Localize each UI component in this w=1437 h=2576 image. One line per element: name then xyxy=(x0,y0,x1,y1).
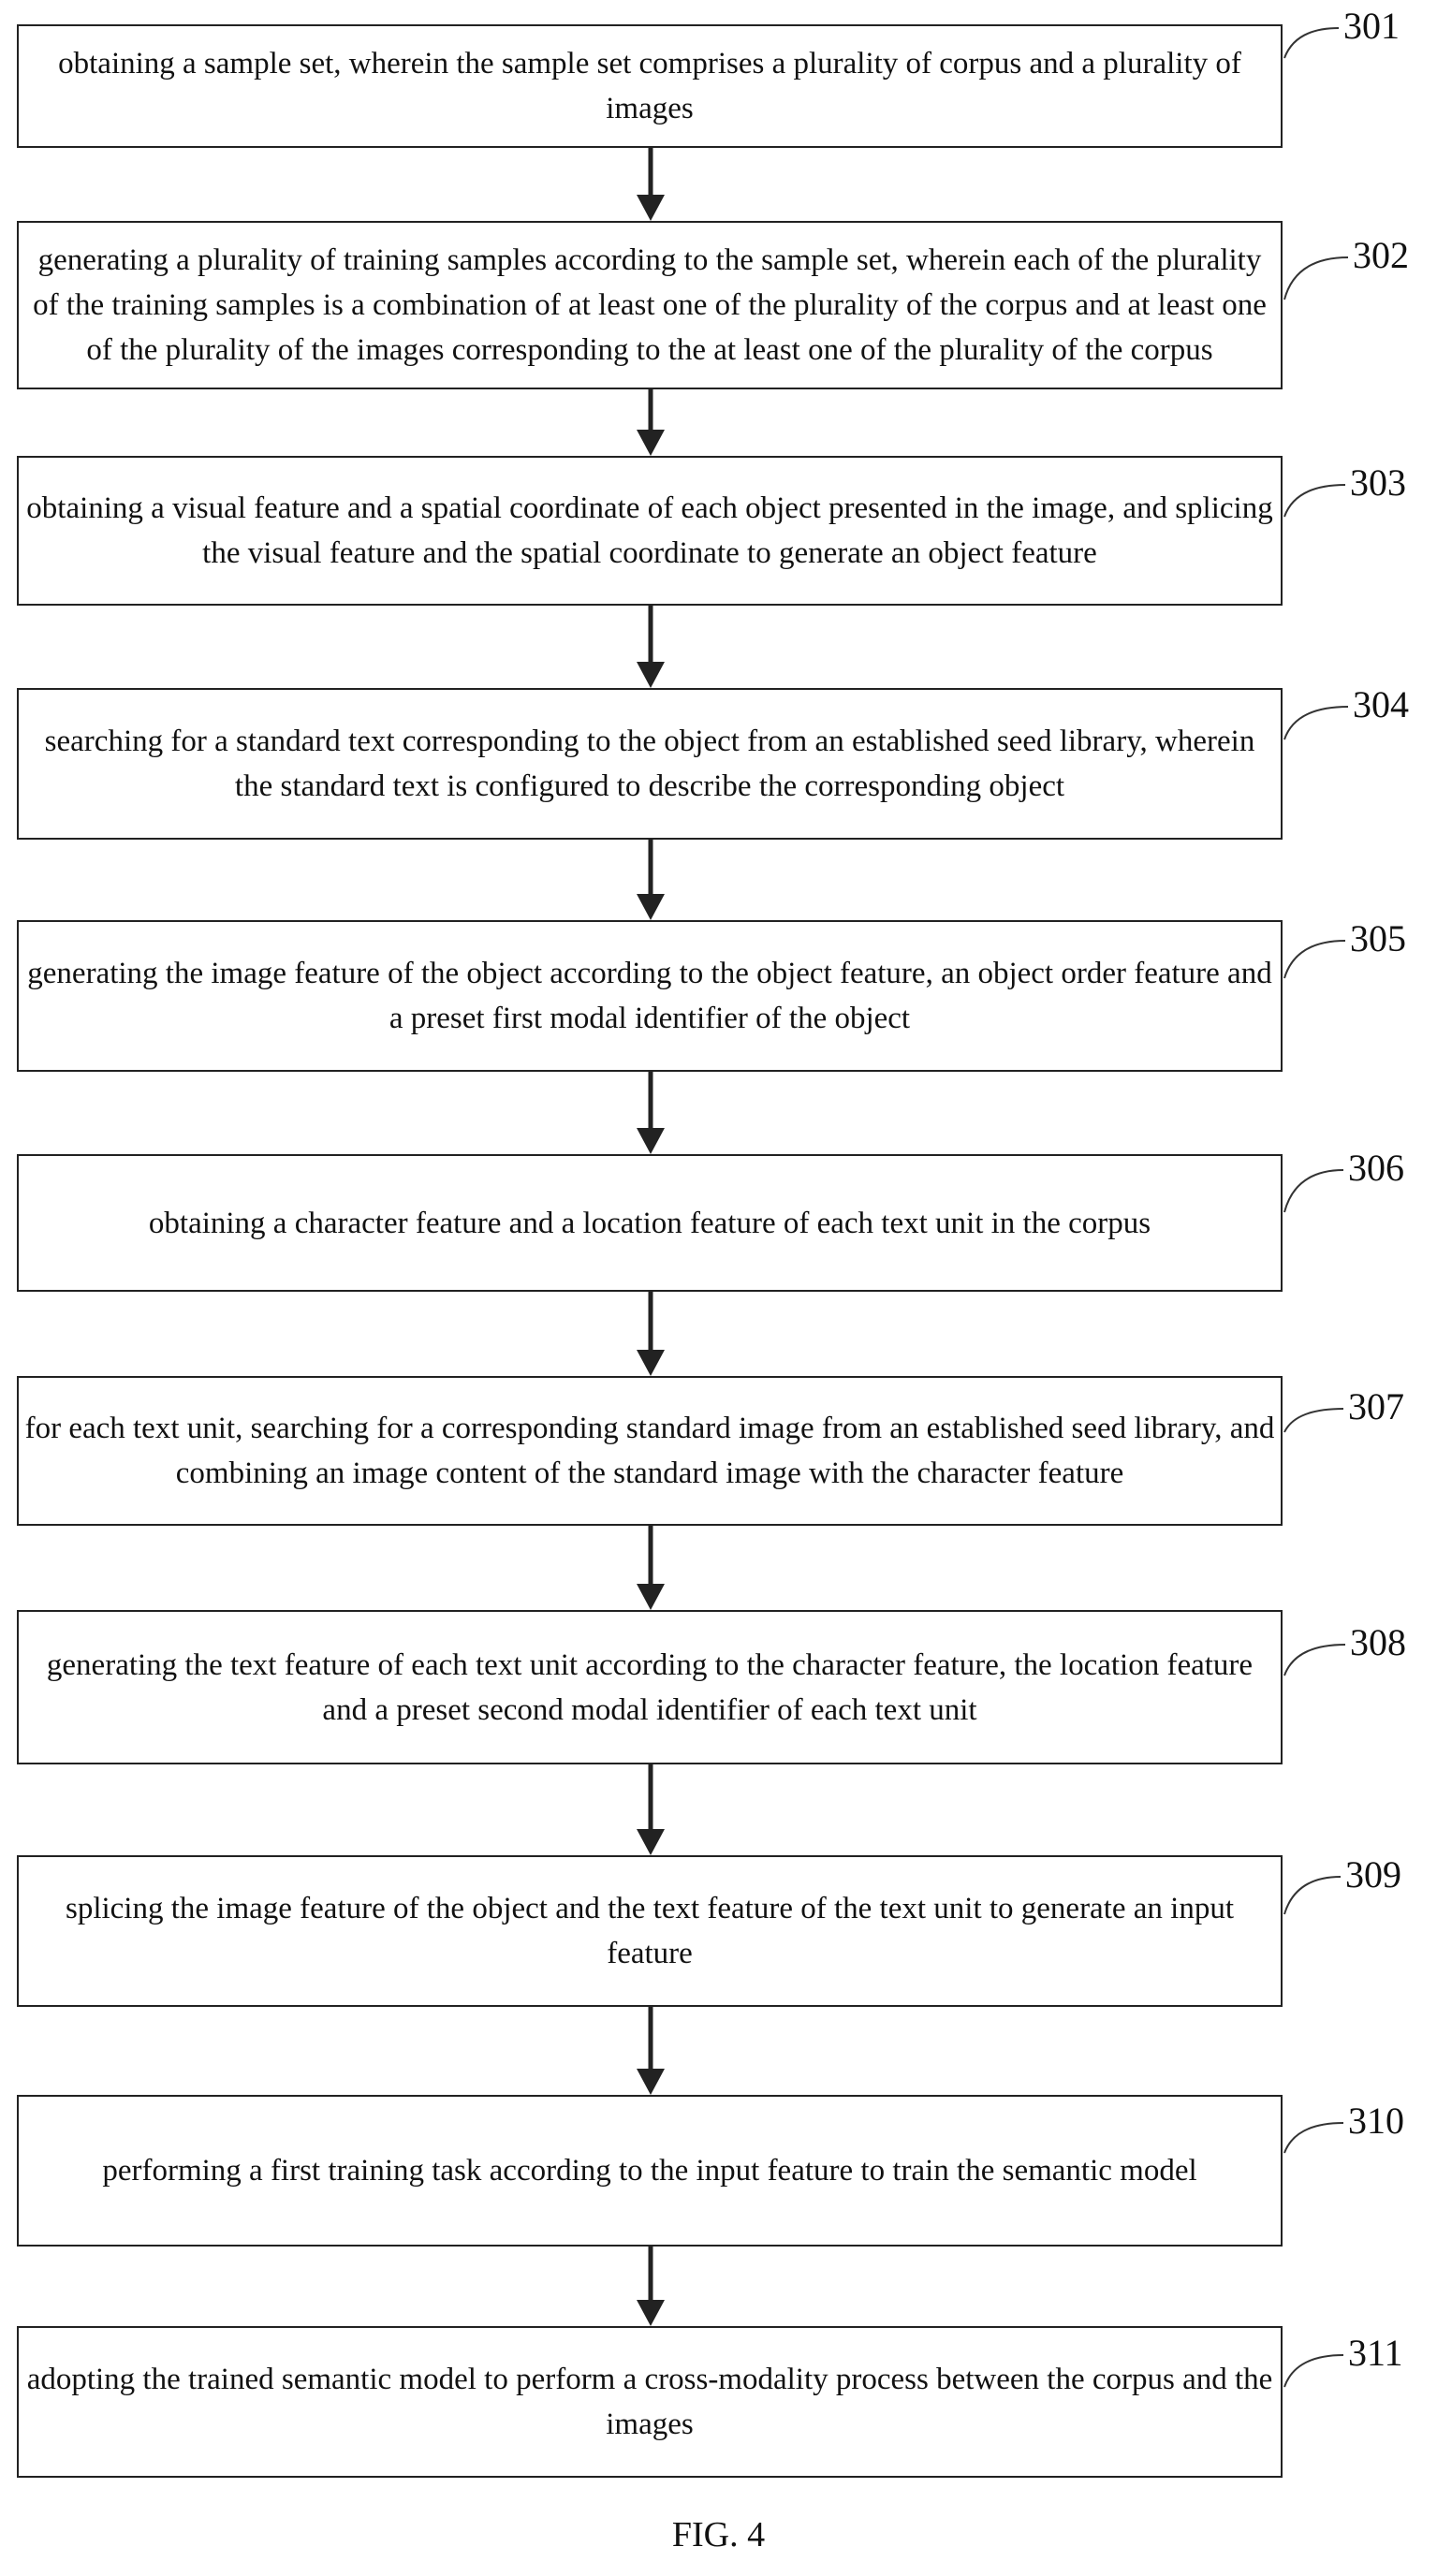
arrow-head-8 xyxy=(637,1829,665,1855)
step-label-309: 309 xyxy=(1345,1856,1401,1894)
arrow-head-1 xyxy=(637,195,665,221)
step-box-310: performing a first training task accordi… xyxy=(17,2095,1283,2247)
step-text-307: for each text unit, searching for a corr… xyxy=(24,1406,1275,1496)
step-box-302: generating a plurality of training sampl… xyxy=(17,221,1283,389)
leader-line-5 xyxy=(1284,941,1345,978)
step-box-307: for each text unit, searching for a corr… xyxy=(17,1376,1283,1526)
step-text-301: obtaining a sample set, wherein the samp… xyxy=(24,41,1275,131)
step-box-311: adopting the trained semantic model to p… xyxy=(17,2326,1283,2478)
arrow-head-3 xyxy=(637,662,665,688)
step-label-305: 305 xyxy=(1350,920,1406,958)
leader-line-7 xyxy=(1284,1409,1343,1432)
arrow-head-5 xyxy=(637,1128,665,1154)
step-box-308: generating the text feature of each text… xyxy=(17,1610,1283,1764)
leader-line-4 xyxy=(1284,707,1348,739)
leader-line-3 xyxy=(1284,485,1345,517)
step-label-308: 308 xyxy=(1350,1624,1406,1661)
step-label-311: 311 xyxy=(1348,2334,1403,2372)
step-label-302: 302 xyxy=(1353,237,1409,274)
step-label-303: 303 xyxy=(1350,464,1406,502)
leader-line-1 xyxy=(1284,28,1339,58)
step-text-303: obtaining a visual feature and a spatial… xyxy=(24,486,1275,576)
step-label-307: 307 xyxy=(1348,1388,1404,1426)
step-label-301: 301 xyxy=(1343,7,1400,45)
arrow-head-9 xyxy=(637,2069,665,2095)
step-box-303: obtaining a visual feature and a spatial… xyxy=(17,456,1283,606)
step-text-305: generating the image feature of the obje… xyxy=(24,951,1275,1041)
step-box-304: searching for a standard text correspond… xyxy=(17,688,1283,840)
leader-line-2 xyxy=(1284,257,1348,300)
step-text-308: generating the text feature of each text… xyxy=(24,1643,1275,1733)
step-label-306: 306 xyxy=(1348,1149,1404,1187)
leader-line-8 xyxy=(1284,1645,1345,1676)
step-box-305: generating the image feature of the obje… xyxy=(17,920,1283,1072)
arrow-head-4 xyxy=(637,894,665,920)
leader-line-10 xyxy=(1284,2123,1343,2153)
step-label-310: 310 xyxy=(1348,2102,1404,2140)
step-box-309: splicing the image feature of the object… xyxy=(17,1855,1283,2007)
step-text-311: adopting the trained semantic model to p… xyxy=(24,2357,1275,2447)
arrow-head-6 xyxy=(637,1350,665,1376)
step-text-302: generating a plurality of training sampl… xyxy=(24,238,1275,373)
step-text-310: performing a first training task accordi… xyxy=(102,2148,1196,2193)
arrow-head-2 xyxy=(637,430,665,456)
figure-caption: FIG. 4 xyxy=(0,2514,1437,2555)
step-text-304: searching for a standard text correspond… xyxy=(24,719,1275,809)
leader-line-11 xyxy=(1284,2355,1343,2387)
step-label-304: 304 xyxy=(1353,686,1409,724)
arrow-head-10 xyxy=(637,2300,665,2326)
arrow-head-7 xyxy=(637,1584,665,1610)
step-box-306: obtaining a character feature and a loca… xyxy=(17,1154,1283,1292)
leader-line-9 xyxy=(1284,1877,1341,1914)
step-text-306: obtaining a character feature and a loca… xyxy=(149,1201,1151,1246)
leader-line-6 xyxy=(1284,1170,1343,1212)
step-box-301: obtaining a sample set, wherein the samp… xyxy=(17,24,1283,148)
step-text-309: splicing the image feature of the object… xyxy=(24,1886,1275,1976)
